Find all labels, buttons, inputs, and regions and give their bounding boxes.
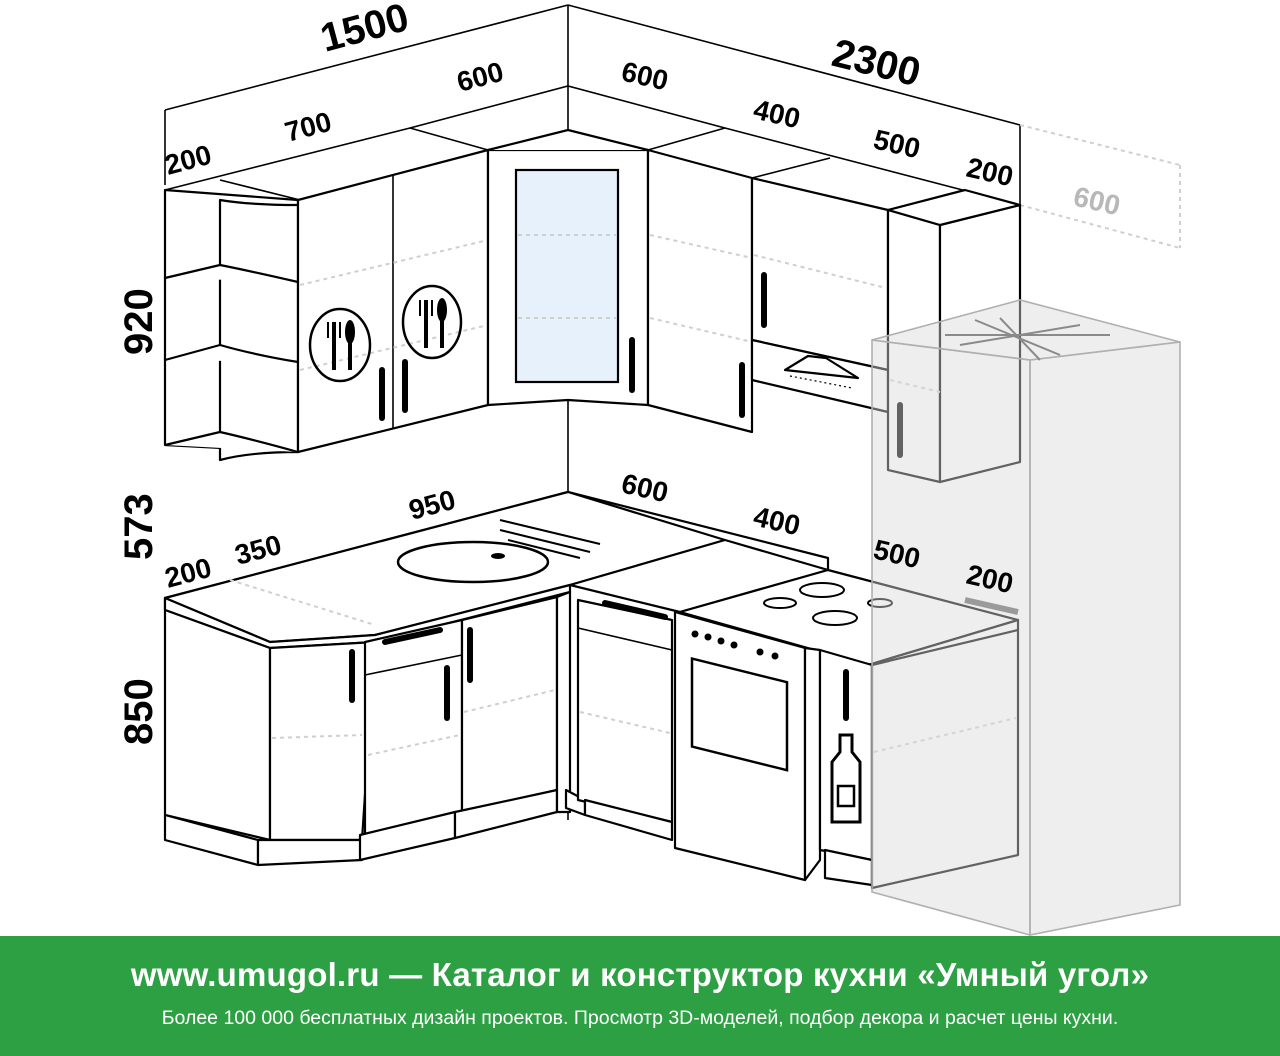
dim-upper-400: 400 [751,94,803,135]
dim-total-right: 2300 [828,31,925,95]
footer-subline: Более 100 000 бесплатных дизайн проектов… [161,1007,1119,1029]
dim-upper-700: 700 [282,106,335,148]
dim-total-left: 1500 [316,0,413,61]
dim-upper-600-right: 600 [619,56,671,97]
hob [763,582,893,626]
kitchen-drawing: 1500 2300 200 700 600 600 400 500 200 60… [117,0,1181,936]
upper-cabinets [163,85,1022,484]
dim-upper-600-left: 600 [454,56,507,98]
dim-height-573: 573 [117,493,161,560]
dim-fridge-600: 600 [1071,181,1123,222]
dim-base-350: 350 [232,529,285,571]
cutlery-icon [401,284,463,360]
dim-upper-500: 500 [871,124,923,165]
dim-base-600: 600 [619,468,671,509]
footer-banner: www.umugol.ru — Каталог и конструктор ку… [0,936,1280,1056]
footer-headline[interactable]: www.umugol.ru — Каталог и конструктор ку… [130,956,1150,993]
base-cabinets [163,590,1020,890]
dim-upper-200-left: 200 [162,139,215,181]
sink [396,519,601,584]
dim-height-920: 920 [117,288,161,355]
worktop [163,490,1020,677]
fridge-ghost [871,299,1181,936]
dim-base-400: 400 [751,501,803,542]
dim-base-950: 950 [406,484,459,526]
upper-cabinet-double [296,148,490,454]
upper-cabinets-right [646,148,1022,484]
range-hood [750,338,890,414]
dim-height-850: 850 [117,678,161,745]
snowflake-icon [945,317,1110,361]
cutlery-icon [308,307,372,383]
bottle-icon [830,733,862,824]
dim-upper-200-right: 200 [964,152,1016,193]
upper-corner-glass-cabinet [486,128,650,407]
stove [673,610,807,882]
open-shelf-unit [163,188,300,462]
